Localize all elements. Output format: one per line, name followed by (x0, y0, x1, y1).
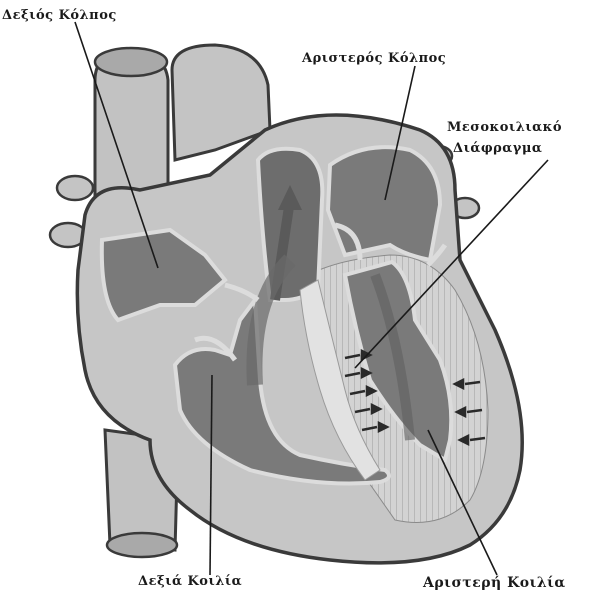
left-atrium-chamber (328, 147, 440, 260)
label-septum-line1: Μεσοκοιλιακό (447, 120, 562, 135)
label-right-atrium: Δεξιός Κόλπος (2, 8, 117, 23)
label-septum-line2: Διάφραγμα (453, 141, 542, 156)
label-left-atrium: Αριστερός Κόλπος (302, 51, 446, 66)
label-left-ventricle: Αριστερή Κοιλία (423, 575, 566, 591)
label-right-ventricle: Δεξιά Κοιλία (138, 574, 242, 589)
